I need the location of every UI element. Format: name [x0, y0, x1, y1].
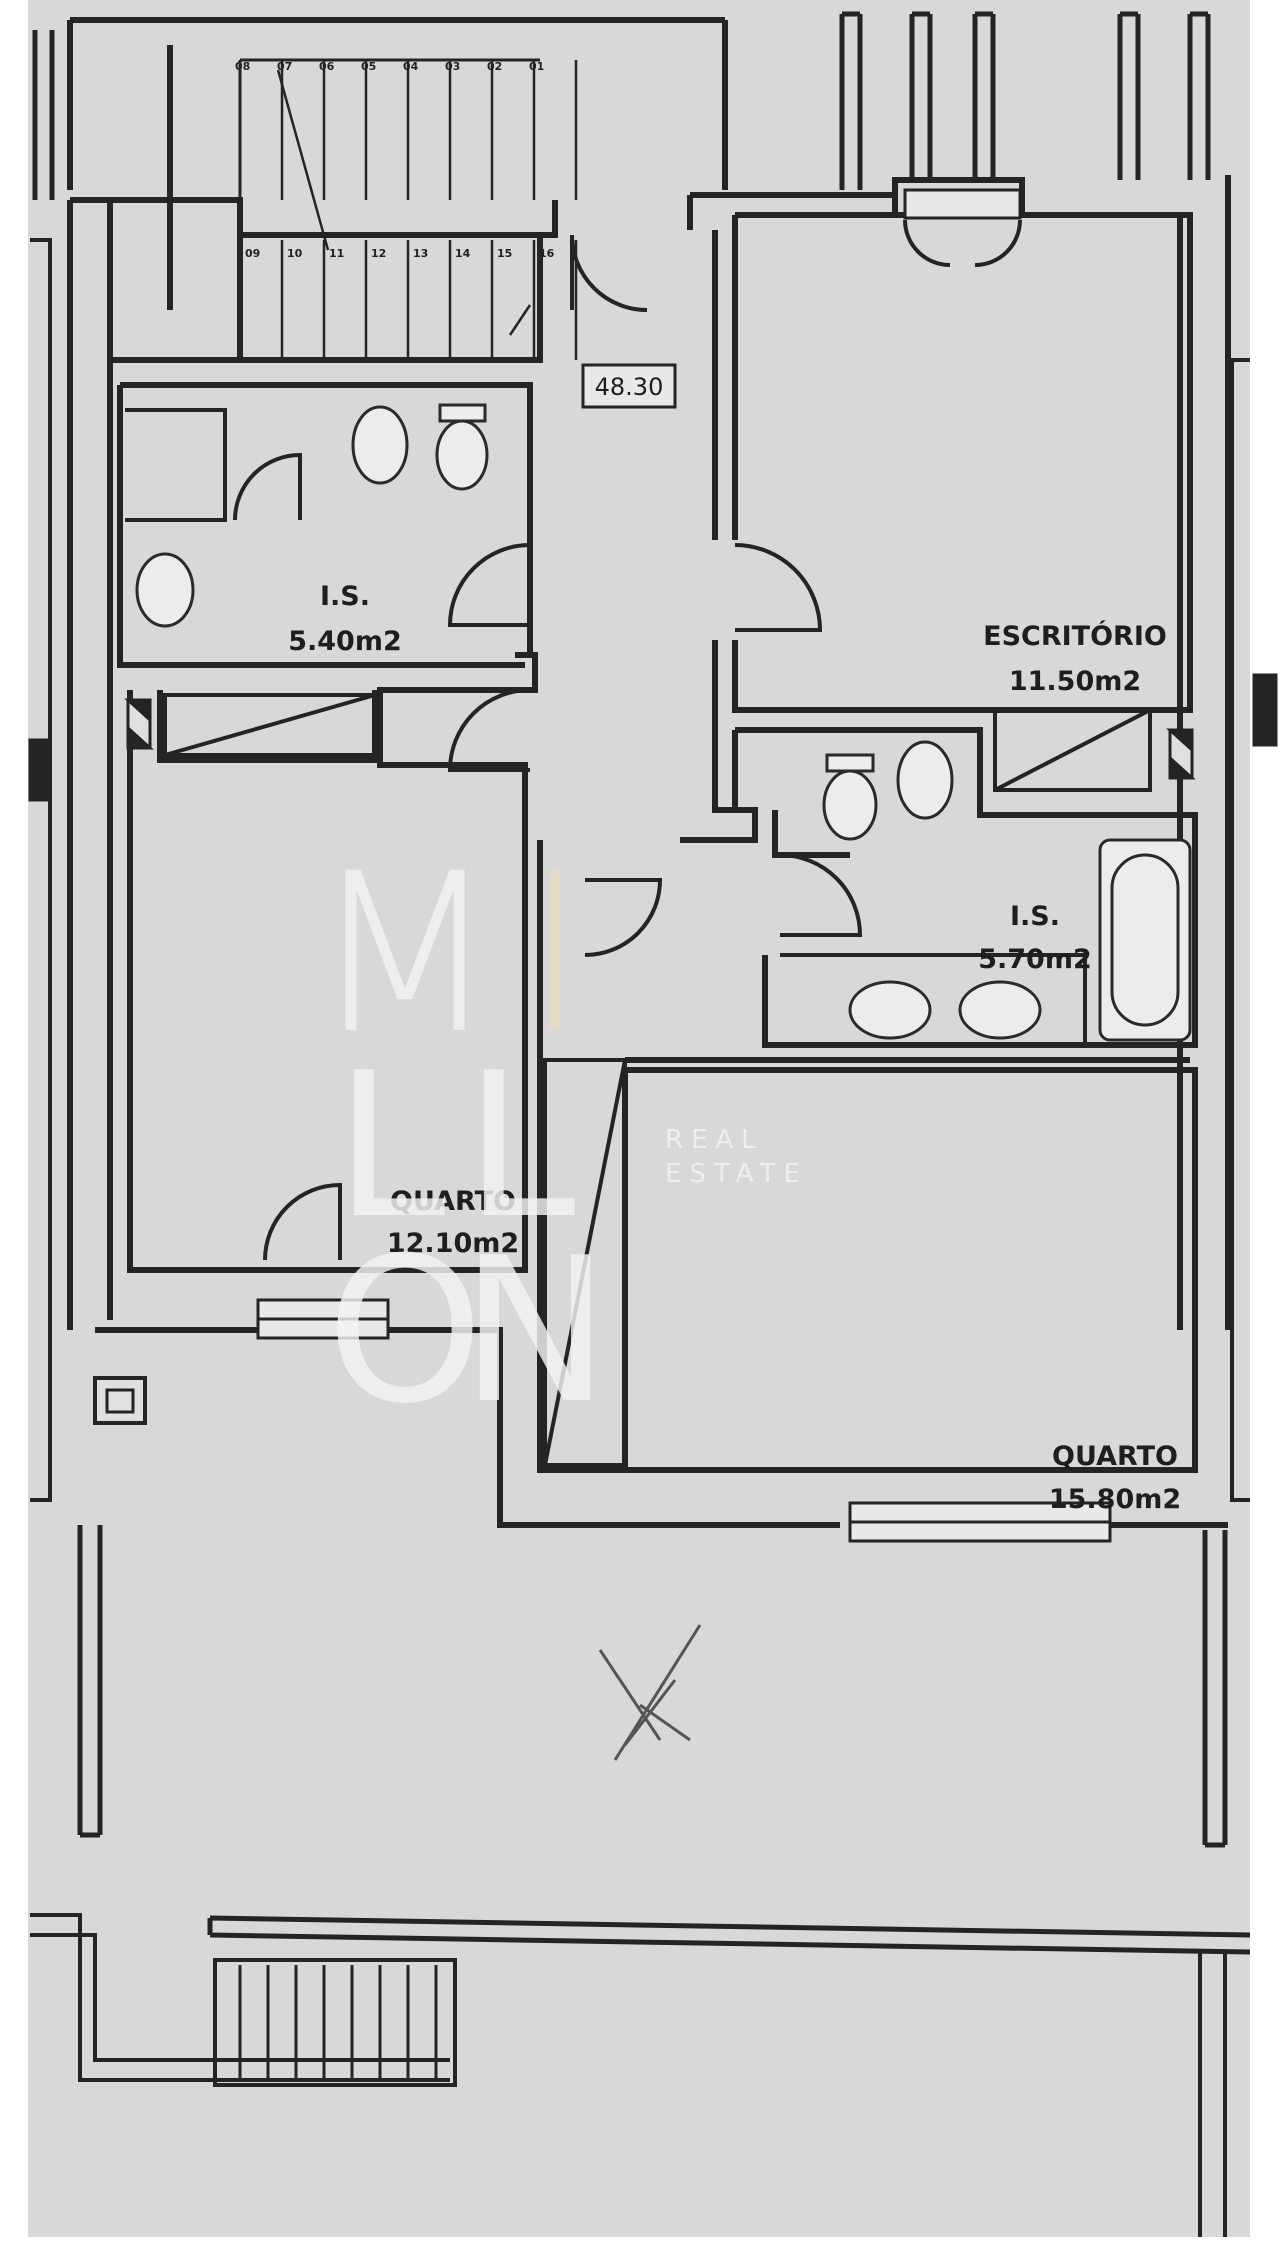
room-office-name: ESCRITÓRIO — [983, 620, 1167, 652]
door-bath1 — [447, 543, 531, 627]
door-swings — [233, 219, 1022, 1261]
stair-step-number: 09 — [245, 247, 260, 260]
stair-step-labels-bottom: 09 10 11 12 13 14 15 16 — [245, 247, 555, 260]
utility-box — [93, 1376, 147, 1425]
corridor-wall-left — [377, 540, 533, 800]
door-quarto1-exit — [263, 1182, 342, 1261]
left-strip — [30, 238, 52, 1502]
terrace-right-edge — [1198, 1950, 1227, 2237]
room-quarto1-name: QUARTO — [390, 1186, 516, 1217]
toilet-bath2 — [822, 769, 878, 841]
stair-step-number: 16 — [539, 247, 555, 260]
stair-level-label: 48.30 — [595, 373, 664, 401]
watermark-letter-i: I — [523, 826, 588, 1082]
sink-bath1 — [135, 552, 195, 628]
office-walls — [732, 212, 1193, 713]
room-quarto2-name: QUARTO — [1052, 1441, 1178, 1472]
stair-step-number: 13 — [413, 247, 428, 260]
door-corridor-bottom — [584, 878, 663, 957]
stair-step-number: 04 — [403, 60, 419, 73]
office-closet — [993, 708, 1152, 792]
terrace-rail — [207, 1915, 1251, 1955]
room-labels: I.S. 5.40m2 ESCRITÓRIO 11.50m2 I.S. 5.70… — [288, 581, 1181, 1515]
terrace-stair-frame — [213, 1958, 457, 2087]
watermark-real: REAL — [665, 1125, 764, 1155]
stair-step-number: 12 — [371, 247, 386, 260]
watermark-letter-n: N — [460, 1215, 610, 1448]
room-bath1-area: 5.40m2 — [288, 626, 402, 657]
corridor-wall-right — [680, 230, 758, 843]
watermark-letter-l1: L — [334, 1030, 445, 1263]
stair-level-box — [581, 363, 677, 409]
watermark: M I L L O N REAL ESTATE — [310, 826, 808, 1448]
stair-step-labels-top: 08 07 06 05 04 03 02 01 — [235, 60, 544, 73]
stair-direction-line-2 — [508, 304, 532, 336]
top-parapet — [67, 17, 728, 190]
terrace-left-rail — [30, 1913, 450, 2082]
stair-step-number: 08 — [235, 60, 250, 73]
stair-step-number: 10 — [287, 247, 303, 260]
windows — [256, 188, 1112, 1543]
terrace-posts — [77, 1525, 1228, 1848]
door-office — [734, 543, 823, 632]
watermark-letter-o: O — [326, 1215, 483, 1448]
walls-layer — [30, 11, 1251, 2237]
top-right-posts — [839, 11, 1211, 190]
door-office-double — [903, 219, 1022, 267]
outer-wall-left — [67, 200, 113, 1330]
column-far-left — [28, 738, 50, 802]
stair-step-number: 14 — [455, 247, 471, 260]
stair-step-number: 01 — [529, 60, 544, 73]
stair-step-number: 11 — [329, 247, 344, 260]
room-bath2-area: 5.70m2 — [978, 944, 1092, 975]
bidet-bath2 — [896, 740, 954, 820]
room-quarto1-closet — [163, 693, 377, 757]
fixtures-layer — [135, 403, 1192, 1042]
room-quarto2-area: 15.80m2 — [1049, 1484, 1181, 1515]
toilet-bath1-tank — [438, 403, 487, 423]
room-bath2-name: I.S. — [1010, 901, 1060, 932]
utility-box-inner — [105, 1388, 135, 1414]
bidet-bath1 — [351, 405, 409, 485]
bath2-counter — [780, 953, 1087, 1045]
watermark-estate: ESTATE — [665, 1159, 808, 1189]
stair-step-number: 15 — [497, 247, 512, 260]
right-strip — [1230, 358, 1250, 1502]
column-markers — [28, 673, 1278, 1425]
room-bath1-name: I.S. — [320, 581, 370, 612]
bathtub-inner — [1110, 853, 1180, 1027]
plan-sheet — [28, 0, 1250, 2237]
door-quarto1 — [447, 688, 531, 772]
sink-bath2-right — [958, 980, 1042, 1040]
room-quarto1-area: 12.10m2 — [387, 1228, 519, 1259]
sink-bath2-left — [848, 980, 932, 1040]
bath1-shower — [125, 408, 227, 522]
toilet-bath1 — [435, 419, 489, 491]
room-office-area: 11.50m2 — [1009, 666, 1141, 697]
stair-step-number: 03 — [445, 60, 460, 73]
stair-direction-line — [276, 69, 330, 251]
door-entry — [570, 234, 648, 312]
pen-scribble-mark — [598, 1624, 702, 1761]
terrace-stair-treads — [238, 1965, 438, 2080]
top-left-posts — [32, 30, 55, 200]
door-bath2 — [779, 853, 863, 937]
door-bath1-shower — [233, 452, 302, 521]
stair-step-number: 05 — [361, 60, 376, 73]
room-quarto2-closet — [543, 1058, 627, 1467]
bath2-walls — [732, 727, 1198, 1048]
stair-step-number: 06 — [319, 60, 335, 73]
watermark-letter-l2: L — [464, 1030, 575, 1263]
window-office — [903, 188, 1022, 220]
stair-step-number: 07 — [277, 60, 292, 73]
watermark-letter-m: M — [310, 826, 500, 1082]
toilet-bath2-tank — [825, 753, 875, 773]
stair-step-number: 02 — [487, 60, 502, 73]
column-far-right — [1252, 673, 1278, 747]
